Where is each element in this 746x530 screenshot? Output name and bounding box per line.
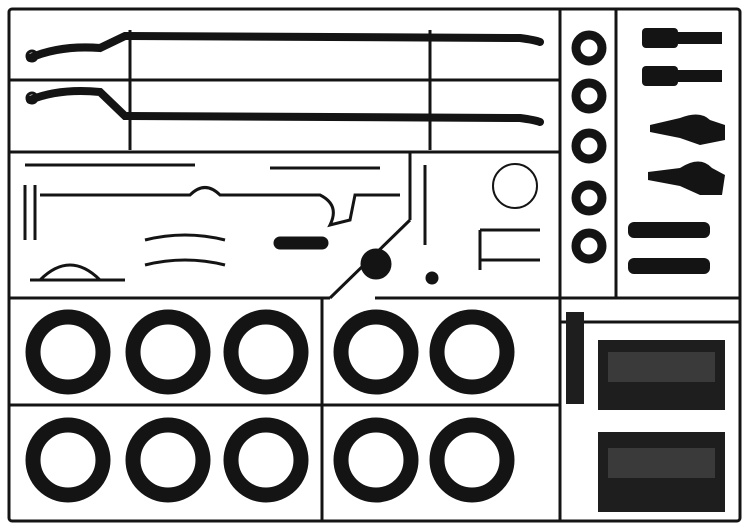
wheel-hub <box>571 180 607 216</box>
wheel-hub <box>571 30 607 66</box>
wheel-hub <box>571 78 607 114</box>
tire <box>429 417 515 503</box>
tire <box>25 417 111 503</box>
wheel-hub <box>571 228 607 264</box>
tire <box>125 417 211 503</box>
sprue-frame <box>7 7 742 523</box>
chassis-rails <box>25 31 544 126</box>
tire <box>223 417 309 503</box>
tire <box>223 309 309 395</box>
tire <box>333 417 419 503</box>
tire <box>25 309 111 395</box>
tire <box>125 309 211 395</box>
wheel-hub <box>571 128 607 164</box>
engine-blocks <box>566 312 725 512</box>
small-parts <box>23 163 540 285</box>
tire <box>429 309 515 395</box>
tires <box>25 309 515 503</box>
wheel-hubs <box>571 30 607 264</box>
tire <box>333 309 419 395</box>
axle-parts <box>628 28 725 274</box>
